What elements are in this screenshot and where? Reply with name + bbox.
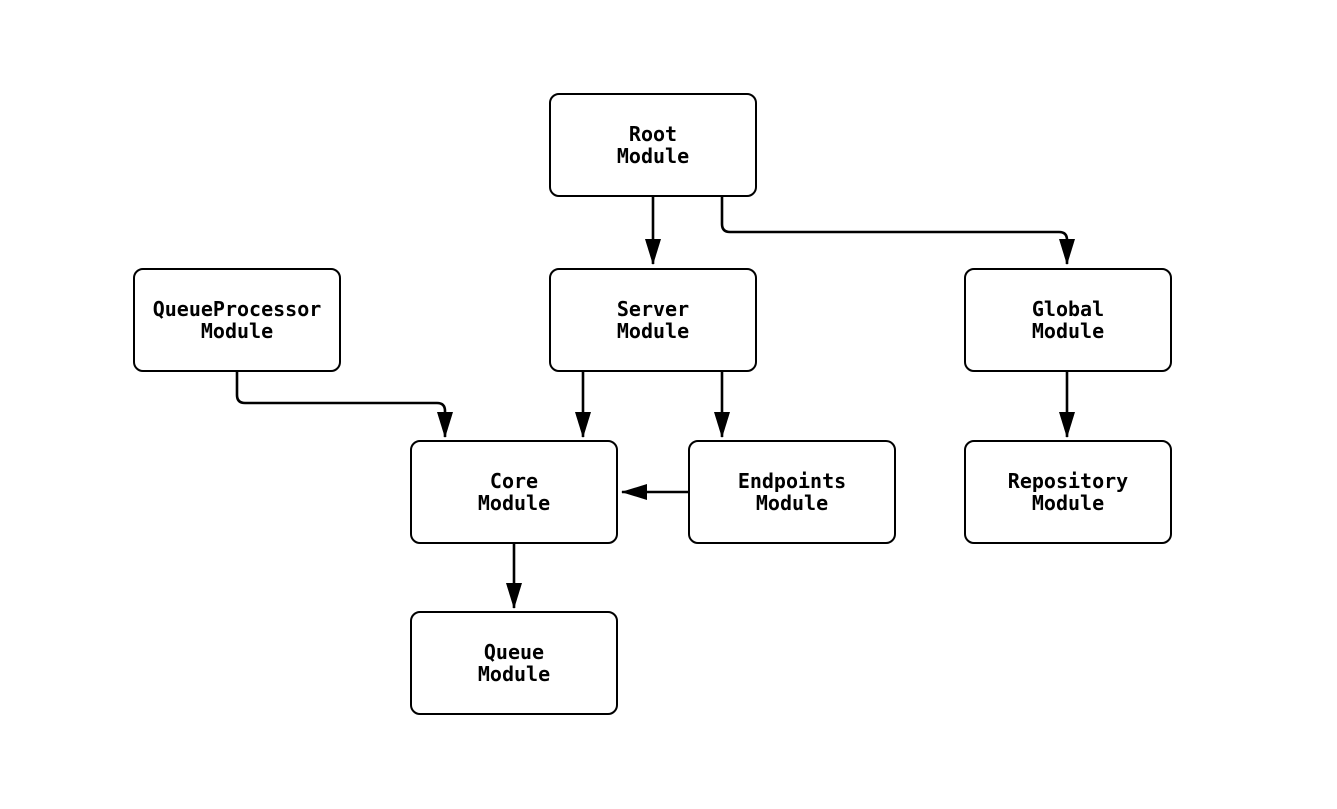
node-label-line2: Module [200,319,274,343]
node-label-line2: Module [477,491,551,515]
node-global-module: Global Module [964,268,1172,372]
node-label-line2: Module [616,144,690,168]
node-label-line1: Core [489,469,539,493]
node-server-module: Server Module [549,268,757,372]
edge-queueprocessor-to-core [235,371,453,438]
edge-root-to-global [720,196,1075,265]
node-label-line1: Queue [483,640,545,664]
node-endpoints-module: Endpoints Module [688,440,896,544]
node-queue-module: Queue Module [410,611,618,715]
node-label-line1: Server [616,297,690,321]
node-label-line1: Global [1031,297,1105,321]
node-label-line2: Module [477,662,551,686]
node-label-line1: Repository [1007,469,1129,493]
node-queueprocessor-module: QueueProcessor Module [133,268,341,372]
node-root-module: Root Module [549,93,757,197]
node-label-line1: Root [628,122,678,146]
node-label-line2: Module [1031,491,1105,515]
node-label-line2: Module [616,319,690,343]
node-label-line1: QueueProcessor [152,297,322,321]
node-core-module: Core Module [410,440,618,544]
node-repository-module: Repository Module [964,440,1172,544]
node-label-line2: Module [755,491,829,515]
node-label-line2: Module [1031,319,1105,343]
node-label-line1: Endpoints [737,469,847,493]
